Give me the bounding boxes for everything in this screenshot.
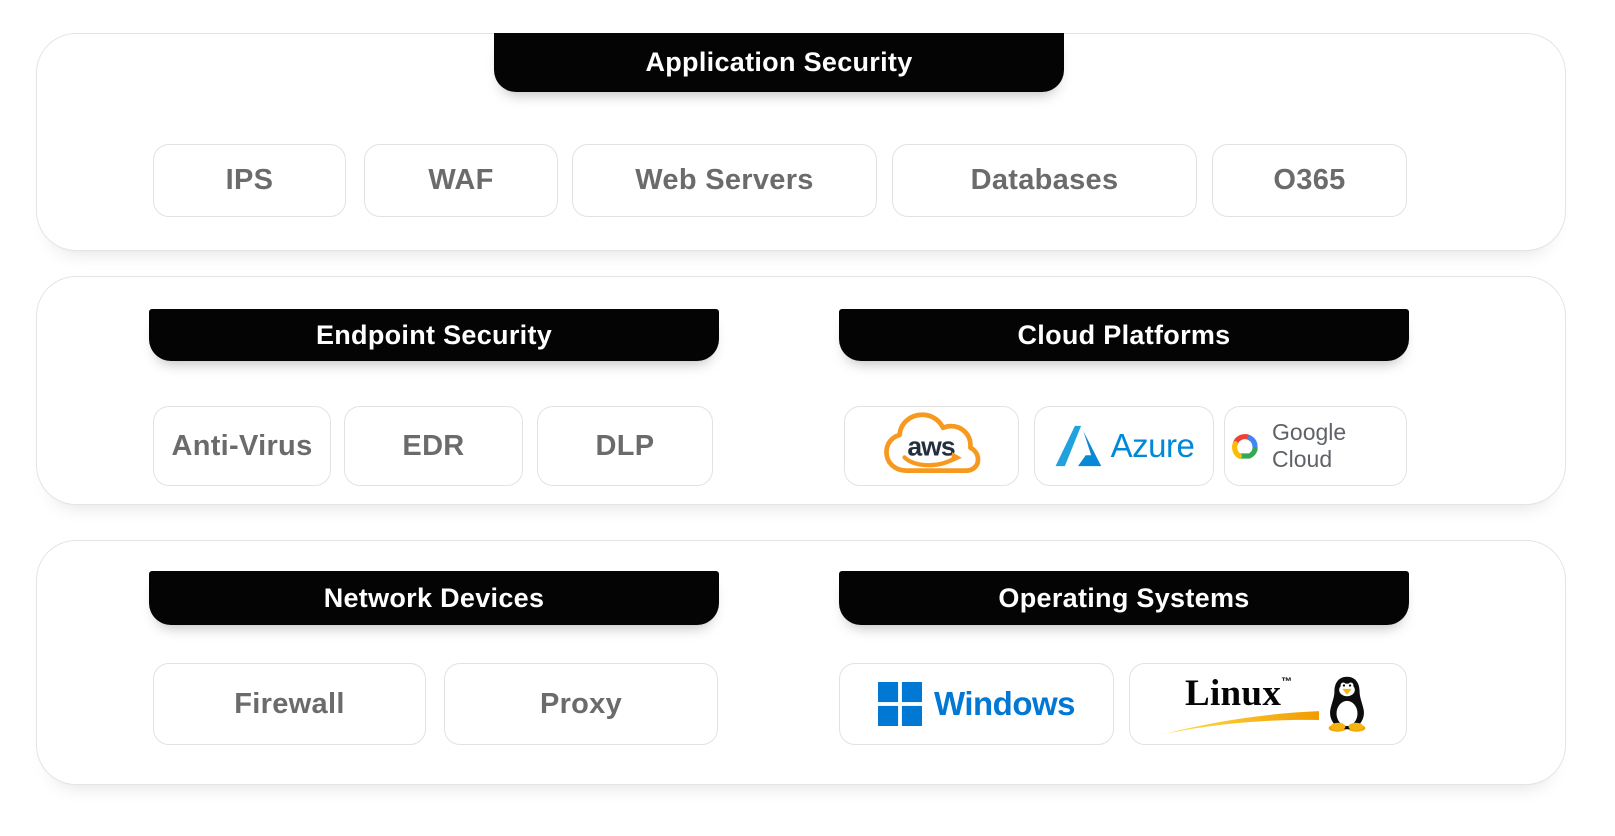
chip-aws: aws: [844, 406, 1019, 486]
chip-label: Databases: [970, 164, 1119, 196]
tux-penguin-icon: [1328, 676, 1366, 732]
panel-network-and-os: Network Devices Operating Systems Firewa…: [36, 540, 1566, 785]
windows-wordmark: Windows: [933, 685, 1076, 722]
chip-web-servers: Web Servers: [572, 144, 877, 217]
azure-icon: [1055, 425, 1101, 467]
azure-wordmark: Azure: [1110, 427, 1195, 464]
chip-label: O365: [1273, 164, 1346, 196]
panel-endpoint-and-cloud: Endpoint Security Cloud Platforms Anti-V…: [36, 276, 1566, 505]
header-label: Cloud Platforms: [1017, 319, 1231, 350]
chip-label: IPS: [225, 164, 274, 196]
chip-anti-virus: Anti-Virus: [153, 406, 331, 486]
header-label: Application Security: [645, 47, 913, 77]
chip-ips: IPS: [153, 144, 346, 217]
aws-wordmark: aws: [907, 431, 955, 461]
chip-windows: Windows: [839, 663, 1114, 745]
chip-label: Firewall: [234, 687, 345, 720]
aws-logo-icon: aws: [883, 412, 980, 474]
chip-edr: EDR: [344, 406, 523, 486]
trademark-symbol: ™: [1281, 676, 1293, 688]
chip-databases: Databases: [892, 144, 1197, 217]
chip-google-cloud: Google Cloud: [1224, 406, 1407, 486]
windows-icon: [877, 682, 922, 726]
chip-o365: O365: [1212, 144, 1407, 217]
google-cloud-wordmark: Google Cloud: [1272, 419, 1347, 472]
chip-label: EDR: [402, 429, 465, 462]
chip-azure: Azure: [1034, 406, 1214, 486]
linux-wordmark: Linux™: [1185, 673, 1293, 714]
chip-label: DLP: [595, 429, 655, 462]
chip-waf: WAF: [364, 144, 558, 217]
google-cloud-icon: [1232, 434, 1258, 459]
chip-firewall: Firewall: [153, 663, 426, 745]
header-label: Operating Systems: [998, 582, 1250, 613]
header-operating-systems: Operating Systems: [839, 571, 1409, 625]
header-label: Endpoint Security: [315, 319, 553, 350]
header-label: Network Devices: [323, 582, 545, 613]
chip-label: WAF: [428, 164, 494, 196]
chip-linux: Linux™: [1129, 663, 1407, 745]
chip-dlp: DLP: [537, 406, 713, 486]
header-network-devices: Network Devices: [149, 571, 719, 625]
header-endpoint-security: Endpoint Security: [149, 309, 719, 361]
header-cloud-platforms: Cloud Platforms: [839, 309, 1409, 361]
linux-logo: Linux™: [1159, 666, 1377, 742]
linux-swoosh-icon: [1161, 711, 1319, 735]
chip-label: Anti-Virus: [171, 429, 313, 462]
chip-label: Web Servers: [635, 164, 814, 196]
chip-label: Proxy: [539, 687, 623, 720]
panel-application-security: Application Security IPS WAF Web Servers…: [36, 33, 1566, 251]
header-application-security: Application Security: [494, 33, 1064, 92]
chip-proxy: Proxy: [444, 663, 718, 745]
